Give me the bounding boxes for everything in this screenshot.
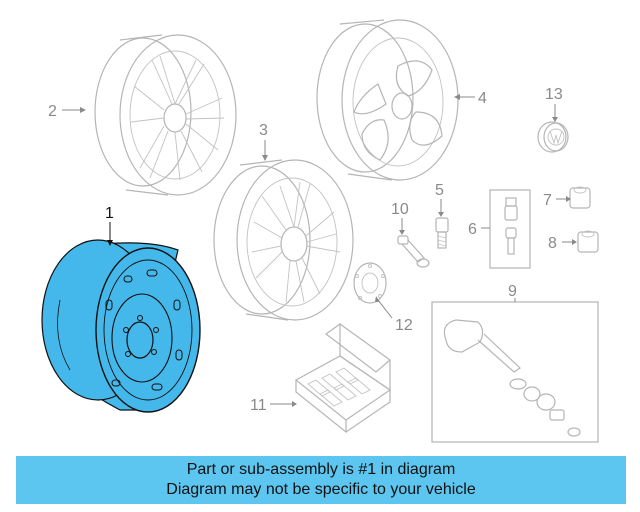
- callout-5: 5: [435, 182, 444, 199]
- callout-2: 2: [48, 103, 57, 120]
- callout-12: 12: [395, 317, 413, 334]
- callout-9: 9: [508, 283, 517, 300]
- callout-3: 3: [259, 122, 268, 139]
- tool-case-11[interactable]: [294, 322, 392, 434]
- callout-4: 4: [478, 90, 487, 107]
- wheel-lock-set-6[interactable]: [489, 189, 531, 269]
- center-cap-13[interactable]: [537, 121, 569, 153]
- callout-1: 1: [105, 205, 114, 222]
- info-banner: Part or sub-assembly is #1 in diagram Di…: [16, 456, 626, 504]
- parts-diagram: 2 4 3: [41, 19, 599, 443]
- callout-11: 11: [250, 397, 267, 414]
- nut-cap-7[interactable]: [569, 186, 591, 209]
- callout-6: 6: [468, 221, 477, 238]
- lug-bolt-5[interactable]: [435, 217, 449, 249]
- tpms-plate-12[interactable]: [353, 262, 387, 304]
- valve-stem-10[interactable]: [397, 235, 430, 268]
- alloy-wheel-3[interactable]: [213, 159, 354, 321]
- banner-line-2: Diagram may not be specific to your vehi…: [166, 481, 476, 498]
- bolt-cover-8[interactable]: [577, 230, 599, 253]
- tpms-sensor-kit-9[interactable]: [431, 301, 599, 443]
- callout-10: 10: [391, 201, 409, 218]
- callout-13: 13: [545, 86, 563, 103]
- alloy-wheel-2[interactable]: [94, 34, 237, 196]
- alloy-wheel-4[interactable]: [316, 19, 459, 181]
- banner-line-1: Part or sub-assembly is #1 in diagram: [186, 461, 456, 478]
- callout-7: 7: [543, 192, 552, 209]
- steel-wheel-1[interactable]: [41, 239, 201, 413]
- callout-8: 8: [548, 235, 557, 252]
